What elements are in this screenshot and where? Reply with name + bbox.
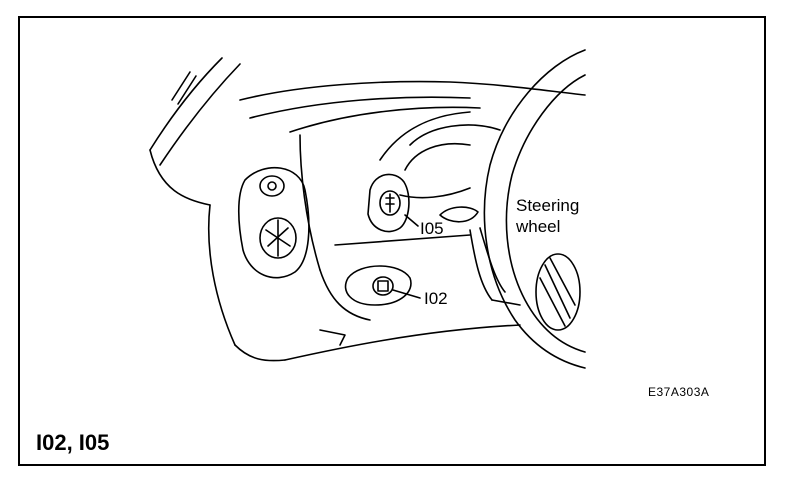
figure-caption: I02, I05 xyxy=(36,430,110,455)
instrument-cluster xyxy=(399,124,501,199)
dashboard-top xyxy=(239,80,586,321)
callout-steering-line2: wheel xyxy=(516,217,561,236)
callout-i05: I05 xyxy=(420,219,444,238)
side-vent xyxy=(238,166,310,279)
switch-i02 xyxy=(344,265,421,306)
figure-frame xyxy=(18,16,766,466)
callout-i02: I02 xyxy=(424,289,448,308)
switch-i05 xyxy=(367,173,419,233)
lower-dash xyxy=(284,206,521,361)
steering-wheel xyxy=(483,49,586,369)
a-pillar xyxy=(149,57,286,362)
callout-steering-line1: Steering xyxy=(516,196,580,215)
figure-code: E37A303A xyxy=(648,385,710,399)
